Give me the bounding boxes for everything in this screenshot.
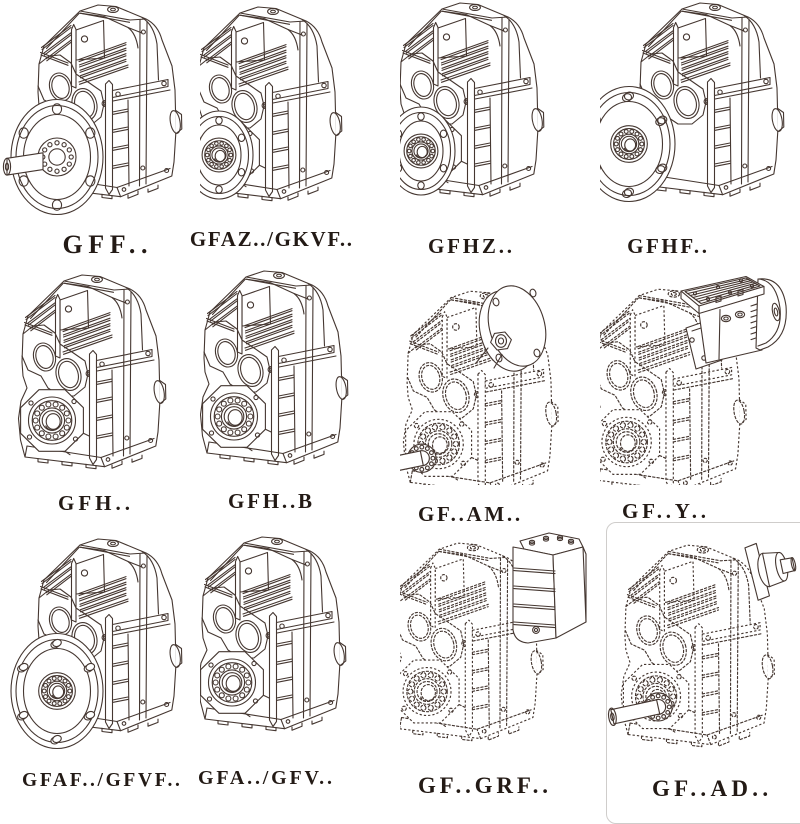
model-label: GFAZ../GKVF.. bbox=[189, 226, 354, 251]
model-label: GFH.. bbox=[58, 490, 134, 515]
gearbox-drawing-gfhz bbox=[400, 2, 545, 198]
gearbox-drawing-gfaz-gkvf bbox=[200, 6, 343, 202]
gearbox-drawing-gf-grf bbox=[400, 532, 587, 742]
catalog-cell-gff: GFF.. bbox=[0, 0, 200, 270]
gearbox-drawing-gff bbox=[2, 4, 183, 216]
gearbox-drawing-gf-ad bbox=[606, 535, 800, 748]
model-label: GF..Y.. bbox=[622, 498, 710, 523]
catalog-cell-gf-am: GF..AM.. bbox=[400, 270, 600, 530]
gearbox-drawing-gfh-b bbox=[200, 270, 349, 466]
gearbox-drawing-gfaf-gfvf bbox=[10, 538, 183, 750]
model-label: GFH..B bbox=[228, 488, 315, 513]
catalog-cell-gf-ad: GF..AD.. bbox=[600, 522, 800, 824]
catalog-cell-gfhf: GFHF.. bbox=[600, 0, 800, 270]
model-label: GF..AD.. bbox=[651, 776, 773, 802]
gearbox-drawing-gf-am bbox=[400, 278, 559, 485]
catalog-cell-gfh: GFH.. bbox=[0, 270, 200, 530]
catalog-cell-gfa-gfv: GFA../GFV.. bbox=[198, 530, 400, 800]
gearbox-drawing-gf-y bbox=[600, 275, 787, 485]
catalog-cell-gfaz-gkvf: GFAZ../GKVF.. bbox=[190, 0, 400, 270]
catalog-cell-gfh-b: GFH..B bbox=[200, 270, 400, 530]
catalog-cell-gf-y: GF..Y.. bbox=[600, 270, 800, 530]
model-label: GFHF.. bbox=[627, 233, 710, 258]
model-label: GFF.. bbox=[62, 229, 154, 259]
gearbox-drawing-gfhf bbox=[600, 2, 785, 203]
model-label: GF..GRF.. bbox=[417, 773, 552, 799]
model-label: GFA../GFV.. bbox=[198, 766, 335, 789]
catalog-cell-gf-grf: GF..GRF.. bbox=[400, 530, 600, 800]
catalog-cell-gfaf-gfvf: GFAF../GFVF.. bbox=[0, 530, 200, 800]
model-label: GF..AM.. bbox=[417, 501, 523, 526]
catalog-cell-gfhz: GFHZ.. bbox=[400, 0, 600, 270]
model-label: GFHZ.. bbox=[428, 233, 515, 258]
model-label: GFAF../GFVF.. bbox=[22, 769, 183, 791]
gearbox-drawing-gfh bbox=[17, 274, 167, 470]
gearbox-drawing-gfa-gfv bbox=[200, 536, 347, 732]
